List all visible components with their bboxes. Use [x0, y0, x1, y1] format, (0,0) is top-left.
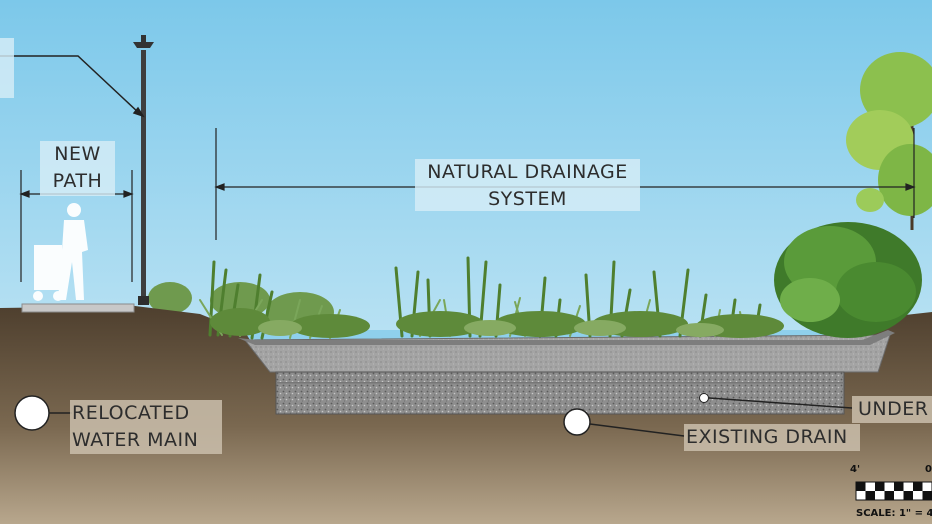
scale-caption: SCALE: 1" = 4 [856, 508, 932, 519]
leader-top-left [0, 55, 145, 118]
water-main-pipe [14, 395, 72, 431]
drainage-plants [199, 256, 784, 340]
label-natural-drainage-line-2: SYSTEM [488, 188, 567, 210]
gravel-sublayer-line [276, 382, 844, 384]
label-relocated-water-main: RELOCATED WATER MAIN [70, 400, 222, 454]
gravel-layer [275, 371, 845, 415]
underdrain-pipe [699, 393, 853, 409]
scale-tick-right: 0 [925, 464, 932, 475]
label-new-path: NEW PATH [40, 141, 115, 196]
label-relocated-line-1: RELOCATED [72, 402, 190, 424]
top-left-label-stub [0, 38, 14, 98]
label-existing-drain: EXISTING DRAIN [684, 424, 860, 451]
existing-drain-pipe [563, 408, 685, 437]
light-pole [133, 35, 154, 305]
label-new-path-line-1: NEW [54, 143, 101, 165]
label-under: UNDER [852, 396, 932, 423]
basin-liner [238, 330, 895, 345]
tree-right [846, 52, 932, 230]
label-natural-drainage: NATURAL DRAINAGE SYSTEM [415, 159, 640, 211]
label-new-path-line-2: PATH [52, 170, 103, 192]
path-slab [21, 303, 135, 313]
label-relocated-line-2: WATER MAIN [72, 429, 199, 451]
scale-bar [855, 481, 932, 501]
scale-tick-left: 4' [850, 464, 861, 475]
label-natural-drainage-line-1: NATURAL DRAINAGE [427, 161, 628, 183]
pedestrian-silhouette [33, 203, 88, 301]
shrub-right [774, 222, 922, 338]
